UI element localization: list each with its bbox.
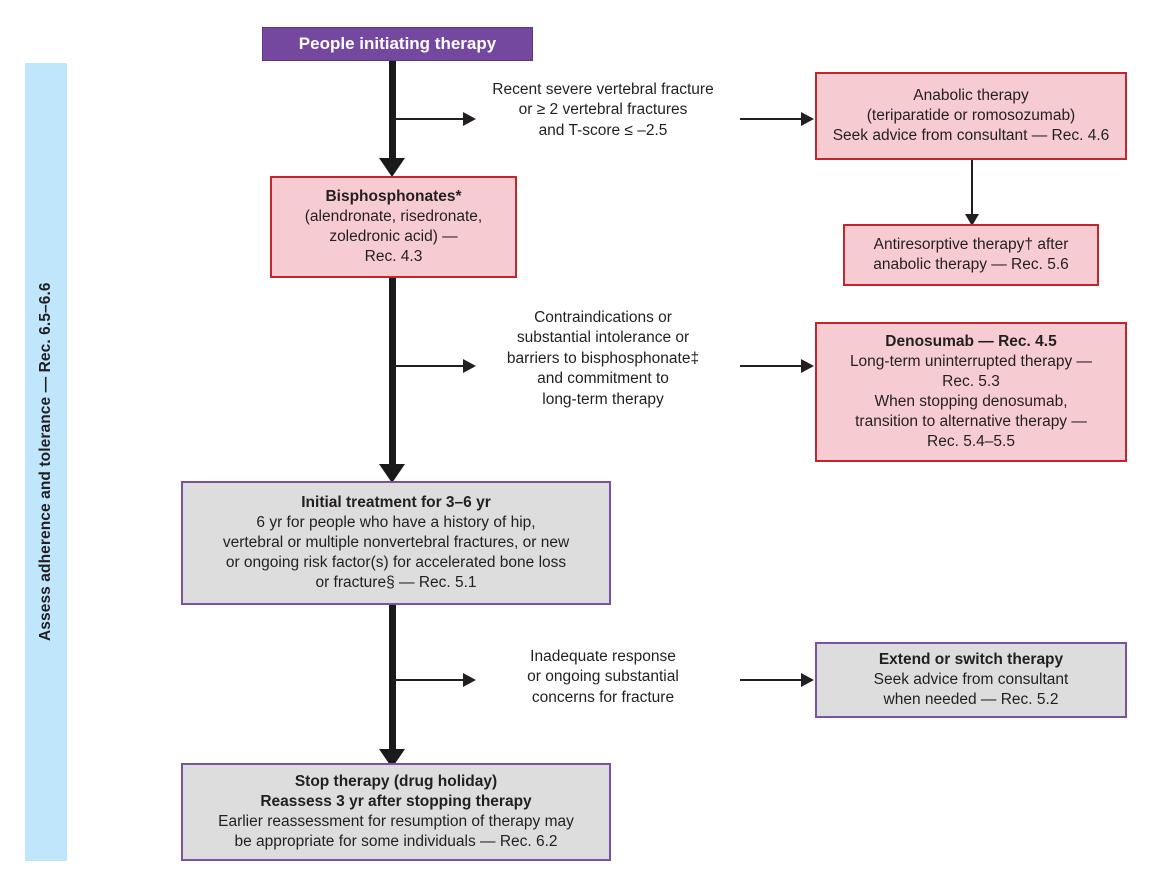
node-line: Rec. 4.3 (364, 248, 423, 266)
node-line: or ongoing risk factor(s) for accelerate… (225, 554, 567, 572)
node-antiresorptive-therapy[interactable]: Antiresorptive therapy† after anabolic t… (843, 224, 1099, 286)
node-line: be appropriate for some individuals — Re… (234, 833, 558, 851)
node-line: transition to alternative therapy — (855, 413, 1087, 431)
node-line: Seek advice from consultant (873, 670, 1069, 688)
node-line: zoledronic acid) — (329, 228, 458, 245)
node-line: Reassess 3 yr after stopping therapy (260, 792, 532, 810)
node-bisphosphonates[interactable]: Bisphosphonates* (alendronate, risedrona… (270, 176, 517, 278)
branch-label-line: and commitment to (537, 370, 669, 388)
branch-label-line: Recent severe vertebral fracture (492, 81, 714, 98)
branch-line-to-anabolic (740, 118, 803, 120)
node-line: vertebral or multiple nonvertebral fract… (222, 533, 570, 551)
branch-label-line: concerns for fracture (531, 688, 675, 706)
branch-label-line: Contraindications or (534, 309, 672, 326)
node-line: Antiresorptive therapy† after (873, 235, 1069, 253)
branch-line-inadequate-response (392, 679, 465, 681)
branch-arrowhead-denosumab (801, 359, 814, 373)
branch-arrowhead-extend-switch (801, 673, 814, 687)
branch-label-line: and T-score ≤ –2.5 (538, 121, 668, 139)
node-line: Anabolic therapy (913, 86, 1029, 104)
branch-label-line: Inadequate response (530, 648, 676, 665)
branch-label-line: or ≥ 2 vertebral fractures (518, 101, 688, 119)
branch-label-line: barriers to bisphosphonate‡ (506, 349, 700, 367)
branch-label-line: substantial intolerance or (516, 329, 690, 347)
node-initial-treatment[interactable]: Initial treatment for 3–6 yr 6 yr for pe… (181, 481, 611, 605)
branch-label-severe-fracture: Recent severe vertebral fracture or ≥ 2 … (476, 80, 730, 141)
node-line: Denosumab — Rec. 4.5 (885, 332, 1057, 350)
spine-arrowhead-bisphosphonates (379, 158, 405, 177)
connector-anabolic-to-antiresorptive (971, 160, 973, 217)
branch-line-contraindications (392, 365, 465, 367)
branch-label-inadequate-response: Inadequate response or ongoing substanti… (476, 647, 730, 708)
node-people-initiating-therapy[interactable]: People initiating therapy (262, 27, 533, 61)
node-line: Seek advice from consultant — Rec. 4.6 (832, 127, 1110, 145)
node-line: Bisphosphonates* (325, 187, 462, 205)
node-extend-or-switch-therapy[interactable]: Extend or switch therapy Seek advice fro… (815, 642, 1127, 718)
node-line: when needed — Rec. 5.2 (883, 691, 1059, 709)
node-line: anabolic therapy — Rec. 5.6 (873, 256, 1069, 273)
node-anabolic-therapy[interactable]: Anabolic therapy (teriparatide or romoso… (815, 72, 1127, 160)
node-line: (alendronate, risedronate, (304, 207, 483, 225)
branch-arrowhead-inadequate-response (463, 673, 476, 687)
node-line: Earlier reassessment for resumption of t… (218, 813, 574, 830)
branch-label-contraindications: Contraindications or substantial intoler… (476, 308, 730, 410)
node-denosumab[interactable]: Denosumab — Rec. 4.5 Long-term uninterru… (815, 322, 1127, 462)
node-line: or fracture§ — Rec. 5.1 (315, 574, 477, 592)
branch-arrowhead-contraindications (463, 359, 476, 373)
connector-arrowhead-antiresorptive (965, 214, 979, 226)
spine-arrowhead-initial (379, 464, 405, 483)
branch-arrowhead-severe-fracture (463, 112, 476, 126)
node-line: People initiating therapy (298, 33, 497, 53)
node-line: Rec. 5.4–5.5 (927, 433, 1015, 451)
branch-arrowhead-anabolic (801, 112, 814, 126)
node-stop-therapy[interactable]: Stop therapy (drug holiday) Reassess 3 y… (181, 763, 611, 861)
node-line: Long-term uninterrupted therapy — (849, 352, 1093, 370)
node-line: (teriparatide or romosozumab) (866, 106, 1076, 124)
branch-line-severe-fracture (392, 118, 465, 120)
node-line: Rec. 5.3 (942, 372, 1000, 390)
branch-label-line: long-term therapy (542, 390, 664, 408)
branch-line-to-extend-switch (740, 679, 803, 681)
adherence-tolerance-bar (25, 63, 67, 861)
node-line: Stop therapy (drug holiday) (294, 772, 498, 790)
spine-initial-to-stop (389, 605, 396, 751)
branch-label-line: or ongoing substantial (527, 668, 679, 686)
branch-line-to-denosumab (740, 365, 803, 367)
node-line: Initial treatment for 3–6 yr (301, 493, 491, 511)
spine-bisphosphonates-to-initial (389, 278, 396, 466)
spine-start-to-bisphosphonates (389, 60, 396, 160)
node-line: When stopping denosumab, (874, 393, 1068, 410)
node-line: Extend or switch therapy (878, 650, 1064, 668)
node-line: 6 yr for people who have a history of hi… (256, 513, 536, 531)
